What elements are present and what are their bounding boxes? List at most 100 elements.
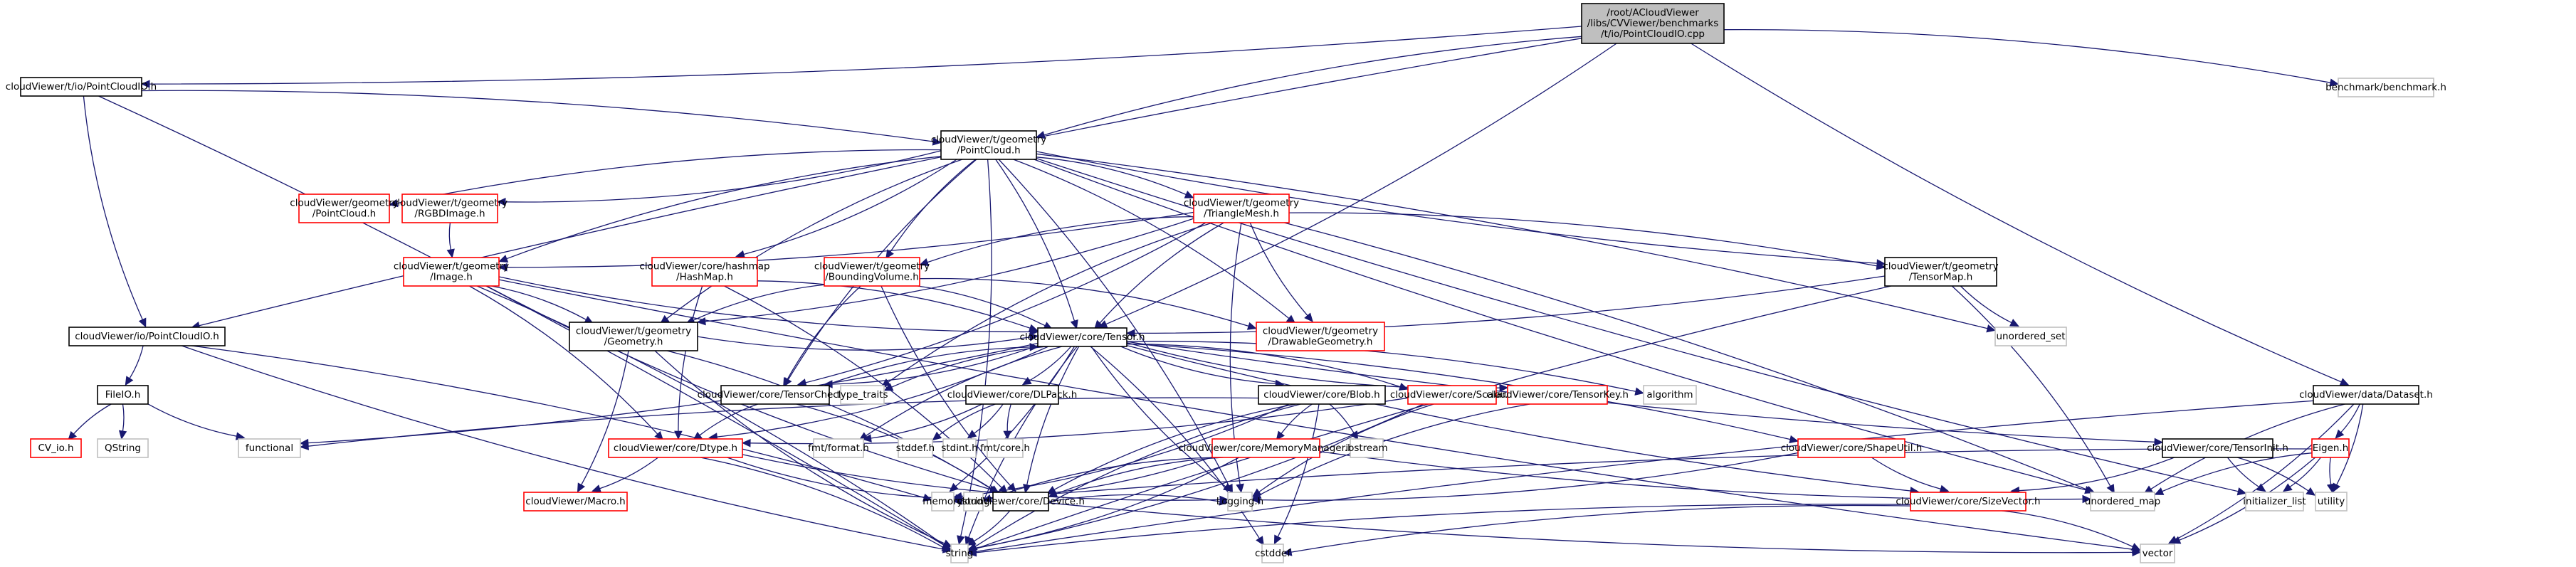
node-box [2311,438,2350,458]
edge-dlpack-to-fmt_core [1006,403,1011,432]
node-dlpack[interactable]: cloudViewer/core/DLPack.h [947,385,1078,405]
edge-t_geometry_pointcloud-to-tensormap [1036,151,1878,264]
edge-blob-to-iostream [1329,403,1355,433]
node-label: cloudViewer/core/TensorKey.h [1486,389,1629,401]
node-geometry[interactable]: cloudViewer/t/geometry/Geometry.h [569,322,698,351]
edge-t_geometry_pointcloud-to-geometry_pointcloud [396,149,942,204]
node-tensormap[interactable]: cloudViewer/t/geometry/TensorMap.h [1883,257,1999,287]
node-label: Logging.h [1216,496,1263,507]
node-label: cloudViewer/core/TensorInit.h [2147,443,2288,454]
node-label: type_traits [836,389,888,401]
node-scalar[interactable]: cloudViewer/core/Scalar.h [1390,385,1514,405]
node-label: /libs/CVViewer/benchmarks [1587,18,1719,29]
node-label: /PointCloud.h [312,208,376,220]
node-label: QString [105,443,141,454]
node-dtype[interactable]: cloudViewer/core/Dtype.h [608,438,743,458]
arrowhead-tensor-to-shapeutil [1789,435,1799,444]
edge-tensor-to-device [1026,346,1080,485]
edge-blob-to-memorymanager [1281,403,1313,434]
node-box [992,492,1049,512]
node-label: iostream [1345,443,1387,454]
node-box [238,438,301,458]
edge-trianglemesh-to-image [506,211,1194,268]
arrowhead-boundingvolume-to-tensorcheck [783,377,792,388]
node-tensor[interactable]: cloudViewer/core/Tensor.h [1019,327,1145,347]
node-box [987,438,1024,458]
node-eigen[interactable]: Eigen.h [2311,438,2350,458]
node-t-io-pointcloudio[interactable]: cloudViewer/t/io/PointCloudIO.h [6,77,157,97]
node-label: cloudViewer/core/MemoryManager.h [1178,443,1353,454]
node-label: stdint.h [941,443,977,454]
node-box [965,385,1059,405]
node-memorymanager[interactable]: cloudViewer/core/MemoryManager.h [1178,438,1354,458]
edge-t_geometry_pointcloud-to-image [506,156,942,260]
node-label: /TensorMap.h [1909,272,1973,283]
node-box [1581,3,1725,44]
arrowhead-dlpack-to-stdint [967,430,977,439]
edge-device-to-logging [1048,494,1221,502]
edge-hashmap-to-tensor [757,280,1031,329]
node-geometry-pointcloud[interactable]: cloudViewer/geometry/PointCloud.h [290,194,399,223]
edge-memorymanager-to-device [1056,457,1224,494]
edge-tensor-to-blob [1120,346,1276,385]
node-label: /root/ACloudViewer [1607,7,1699,18]
edge-image-to-dtype [469,285,658,435]
arrowhead-blob-to-functional [299,442,310,450]
arrowhead-trianglemesh-to-drawablegeometry [1304,312,1313,322]
node-box [298,194,390,223]
node-label: cloudViewer/core/TensorCheck.h [698,389,853,401]
node-box [2313,385,2419,405]
arrowhead-fileio-to-cv_io [68,430,78,441]
arrowhead-scalar-to-dtype [741,439,751,447]
edge-tensor-to-shapeutil [1126,343,1791,440]
edge-image-to-string [476,285,945,546]
node-label: /RGBDImage.h [414,208,485,220]
node-cv-io[interactable]: CV_io.h [30,438,82,458]
node-image[interactable]: cloudViewer/t/geometry/Image.h [394,257,509,287]
node-fmt-format: fmt/format.h [808,438,869,458]
arrowhead-root-to-benchmark [2329,78,2340,87]
node-functional: functional [238,438,301,458]
node-box [824,257,920,287]
node-dataset[interactable]: cloudViewer/data/Dataset.h [2299,385,2433,405]
node-shapeutil[interactable]: cloudViewer/core/ShapeUtil.h [1781,438,1923,458]
edge-tensor-to-tensorinit [1126,341,2155,443]
edge-t_geometry_pointcloud-to-tensor [995,159,1076,322]
node-t-geometry-pointcloud[interactable]: cloudViewer/t/geometry/PointCloud.h [931,130,1046,160]
edge-boundingvolume-to-tensor [918,285,1046,327]
node-logging: Logging.h [1216,492,1263,512]
node-label: cloudViewer/core/Tensor.h [1019,332,1145,343]
node-tensorcheck[interactable]: cloudViewer/core/TensorCheck.h [698,385,853,405]
node-iostream: iostream [1345,438,1388,458]
node-boundingvolume[interactable]: cloudViewer/t/geometry/BoundingVolume.h [814,257,930,287]
node-algorithm: algorithm [1643,385,1697,405]
node-blob[interactable]: cloudViewer/core/Blob.h [1258,385,1386,405]
arrowhead-shapeutil-to-sizevector [1939,484,1950,493]
node-macro[interactable]: cloudViewer/Macro.h [523,492,628,512]
node-root[interactable]: /root/ACloudViewer/libs/CVViewer/benchma… [1581,3,1725,44]
node-drawablegeometry[interactable]: cloudViewer/t/geometry/DrawableGeometry.… [1256,322,1385,351]
node-tensorinit[interactable]: cloudViewer/core/TensorInit.h [2147,438,2288,458]
arrowhead-tensor-to-tensorinit [2154,438,2164,447]
node-tensorkey[interactable]: cloudViewer/core/TensorKey.h [1486,385,1629,405]
node-sizevector[interactable]: cloudViewer/core/SizeVector.h [1896,492,2041,512]
arrowhead-blob-to-memorymanager [1276,430,1285,441]
node-trianglemesh[interactable]: cloudViewer/t/geometry/TriangleMesh.h [1184,194,1299,223]
node-label: unordered_map [2085,496,2160,507]
node-label: cloudViewer/Macro.h [525,496,625,507]
node-label: /Geometry.h [604,337,663,348]
node-hashmap[interactable]: cloudViewer/core/hashmap/HashMap.h [639,257,770,287]
node-label: utility [2318,496,2345,507]
node-device[interactable]: cloudViewer/core/Device.h [957,492,1085,512]
node-fileio[interactable]: FileIO.h [97,385,149,405]
node-box [569,322,698,351]
node-qstring: QString [97,438,149,458]
node-io-pointcloudio[interactable]: cloudViewer/io/PointCloudIO.h [68,327,226,346]
arrowhead-sizevector-to-cstddef [1282,548,1293,556]
edge-fileio-to-qstring [122,403,125,432]
edge-shapeutil-to-logging [1259,452,1799,501]
node-rgbdimage[interactable]: cloudViewer/t/geometry/RGBDImage.h [392,194,508,223]
edge-scalar-to-logging [1258,403,1434,493]
node-box [1910,492,2026,512]
edge-t_geometry_pointcloud-to-rgbdimage [505,150,942,203]
